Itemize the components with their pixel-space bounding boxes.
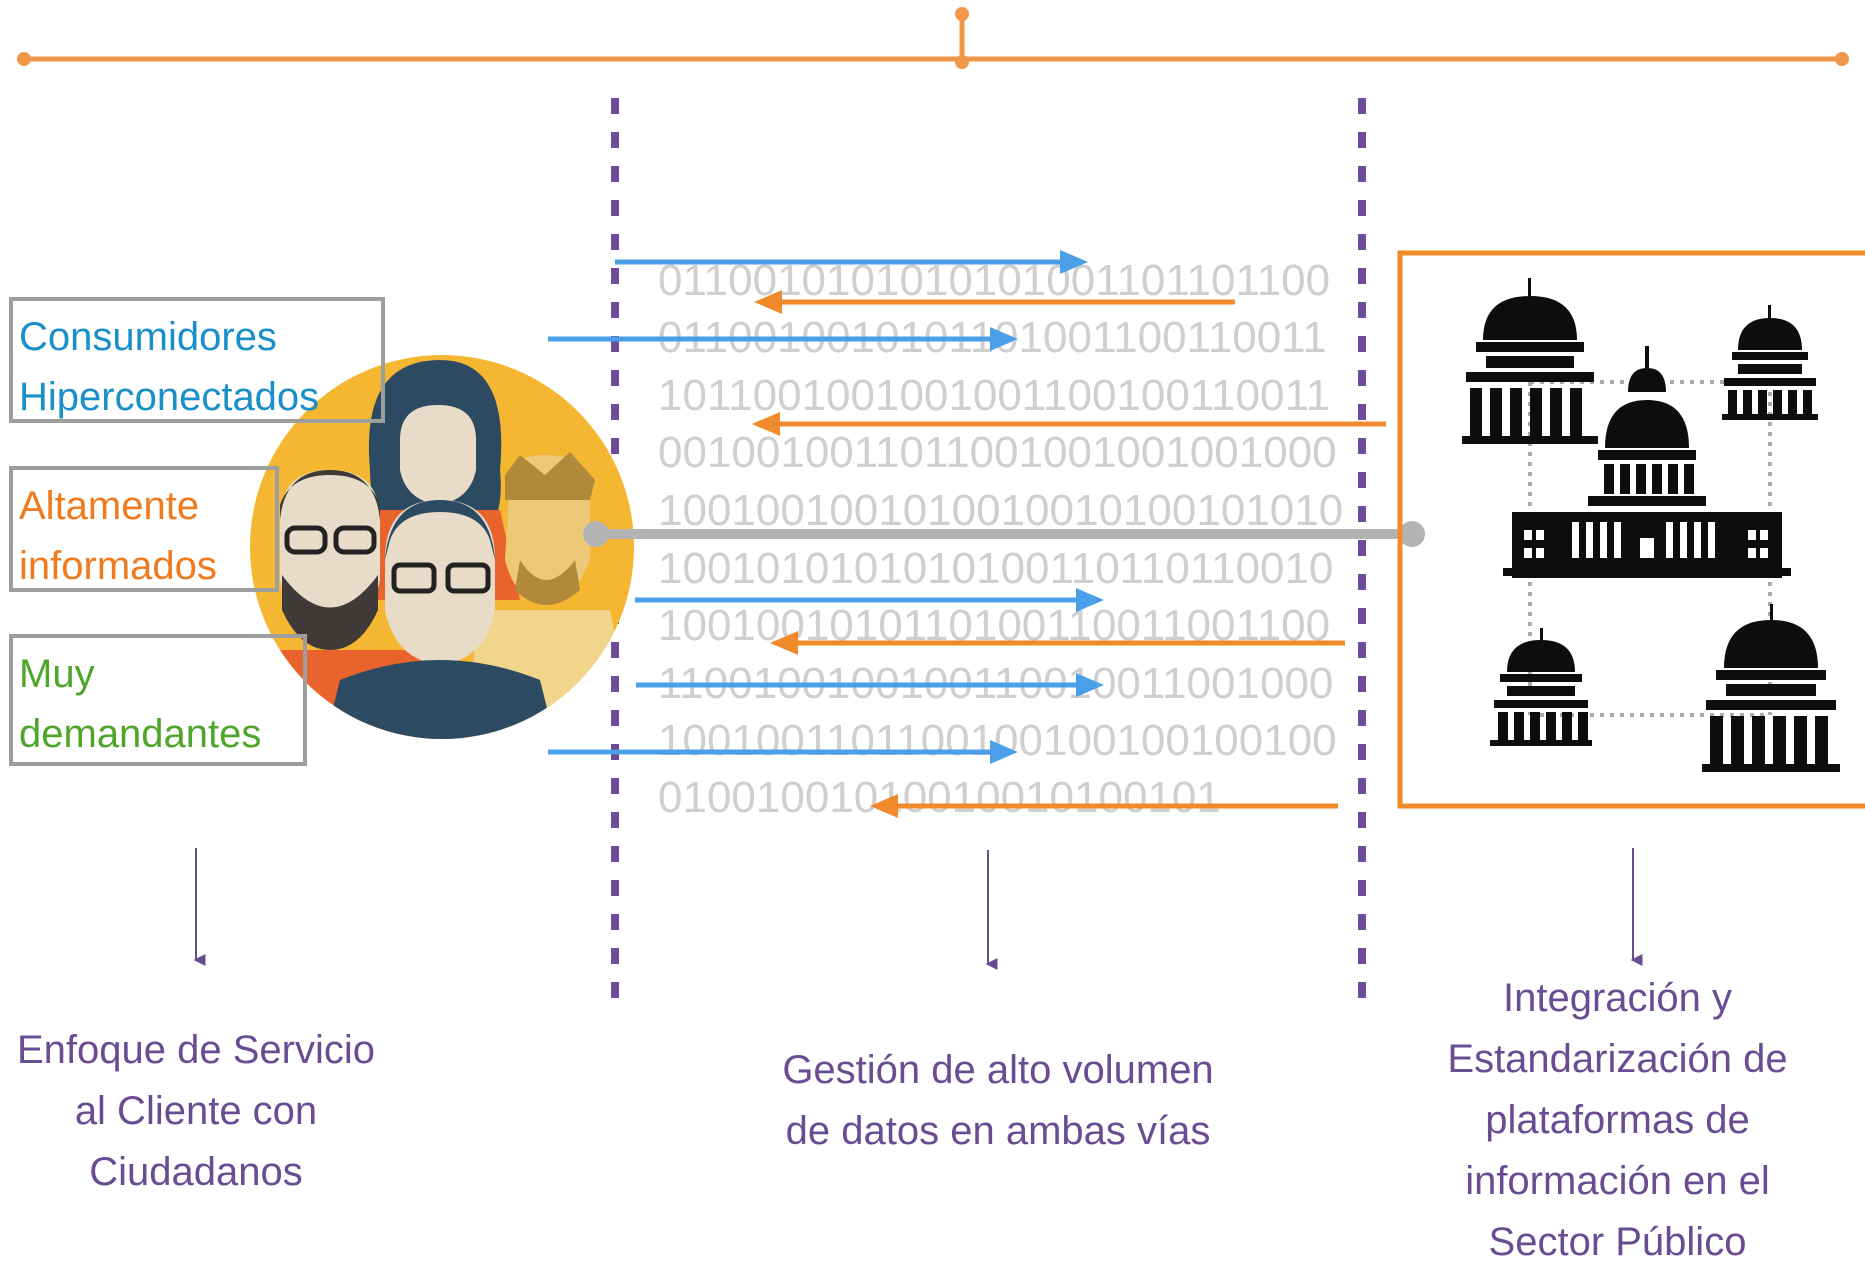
timeline-end-dot — [1835, 52, 1849, 66]
binary-row: 1011001001001001100100110011 — [658, 371, 1330, 420]
binary-row: 1001001001010010010100101010 — [658, 486, 1343, 535]
timeline-top-dot — [955, 7, 969, 21]
caption-right-line: información en el — [1465, 1159, 1770, 1203]
caption-right-line: Integración y — [1502, 976, 1733, 1020]
tag-consumers: Consumidores Hiperconectados — [9, 297, 385, 423]
connector — [583, 521, 1425, 547]
arrow-left — [770, 631, 1345, 655]
tag-demanding-line2: demandantes — [19, 712, 262, 756]
caption-left-line: Enfoque de Servicio — [16, 1028, 375, 1072]
caption-right-line: plataformas de — [1485, 1098, 1750, 1142]
timeline-start-dot — [17, 52, 31, 66]
caption-left-line: al Cliente con — [74, 1089, 318, 1133]
tag-informed-line1: Altamente — [19, 484, 200, 528]
tag-demanding-line1: Muy — [19, 652, 95, 696]
arrow-right — [615, 250, 1088, 274]
binary-row: 01001001010010010100101 — [658, 773, 1221, 822]
arrow-right — [635, 588, 1104, 612]
caption-left-line: Ciudadanos — [89, 1150, 303, 1194]
arrow-right — [548, 327, 1018, 351]
arrow-left — [870, 794, 1338, 818]
data-arrows — [548, 250, 1386, 818]
caption-middle-line: Gestión de alto volumen — [782, 1048, 1214, 1092]
arrow-left — [754, 290, 1235, 314]
caption-middle: Gestión de alto volumen de datos en amba… — [718, 1040, 1278, 1162]
arrow-right — [548, 740, 1018, 764]
arrow-left — [752, 412, 1386, 436]
tag-demanding: Muy demandantes — [9, 634, 307, 766]
government-box — [1397, 250, 1865, 809]
tag-consumers-line2: Hiperconectados — [19, 375, 320, 419]
capitol-building-icon — [1462, 278, 1840, 772]
binary-row: 0010010011011001001001001000 — [658, 428, 1337, 477]
caption-middle-line: de datos en ambas vías — [785, 1109, 1211, 1153]
binary-stream: 0110010101010101001101101100 01100100101… — [658, 256, 1343, 822]
caption-right: Integración y Estandarización de platafo… — [1400, 968, 1835, 1273]
timeline — [17, 7, 1849, 69]
caption-right-line: Estandarización de — [1447, 1037, 1788, 1081]
tag-informed-line2: informados — [19, 544, 217, 588]
connector-start-dot — [583, 521, 609, 547]
caption-left: Enfoque de Servicio al Cliente con Ciuda… — [0, 1020, 392, 1203]
timeline-mid-dot — [955, 55, 969, 69]
caption-right-line: Sector Público — [1488, 1220, 1747, 1264]
connector-end-dot — [1399, 521, 1425, 547]
binary-row: 1001010101010100110110110010 — [658, 544, 1333, 593]
tag-consumers-line1: Consumidores — [19, 315, 277, 359]
arrow-right — [636, 673, 1104, 697]
tag-informed: Altamente informados — [9, 466, 279, 592]
